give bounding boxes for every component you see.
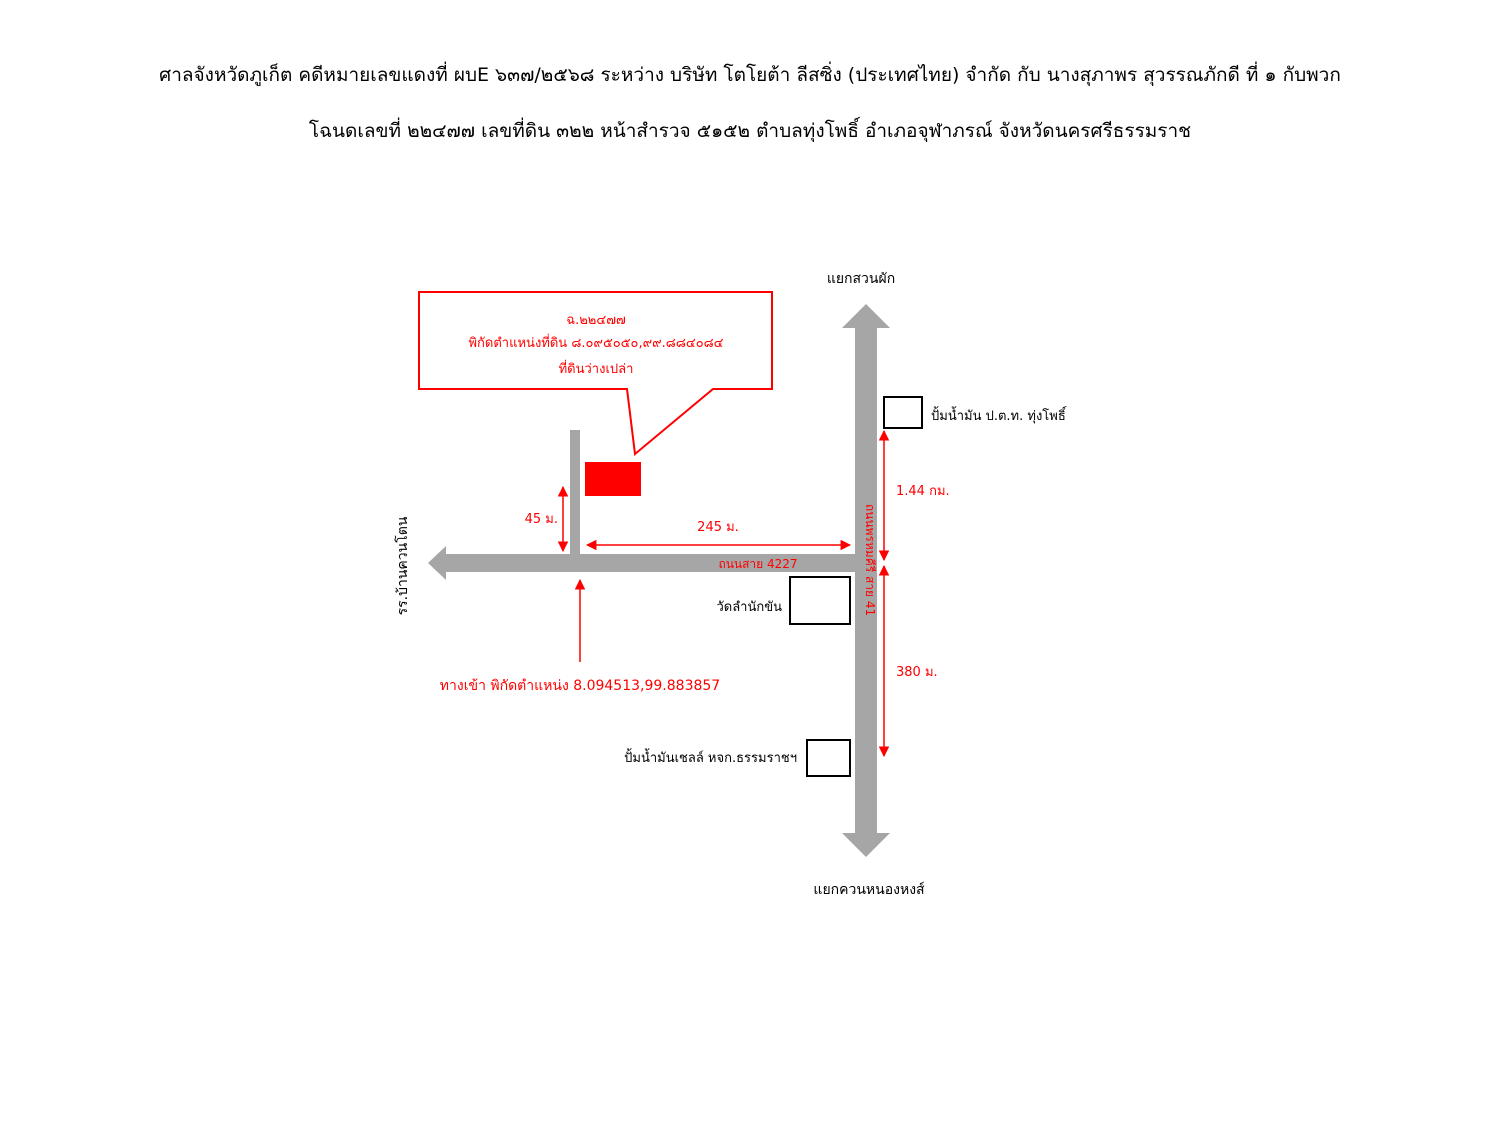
temple-label: วัดลำนักขัน [716, 600, 782, 615]
callout-box [418, 291, 773, 456]
main-road-vertical [842, 304, 890, 857]
main-road-name: ถนนพรหมคีรี สาย 41 [863, 504, 877, 616]
gas-station-ptt-box [883, 396, 923, 429]
distance-label-shell: 380 ม. [896, 665, 938, 680]
land-parcel-marker [585, 462, 641, 496]
gas-station-ptt-label: ปั้มน้ำมัน ป.ต.ท. ทุ่งโพธิ์ [931, 406, 1068, 424]
temple-box [789, 576, 851, 625]
access-lane [570, 430, 580, 554]
callout-deed-number: ฉ.๒๒๔๗๗ [566, 313, 626, 328]
entrance-coordinates-label: ทางเข้า พิกัดตำแหน่ง 8.094513,99.883857 [440, 678, 720, 694]
distance-label-ptt: 1.44 กม. [896, 484, 950, 499]
gas-station-shell-box [806, 739, 851, 777]
header-subtitle: โฉนดเลขที่ ๒๒๔๗๗ เลขที่ดิน ๓๒๒ หน้าสำรวจ… [308, 120, 1192, 142]
distance-label-245m: 245 ม. [697, 520, 739, 535]
callout-coordinates: พิกัดตำแหน่งที่ดิน ๘.๐๙๕๐๕๐,๙๙.๘๘๔๐๘๔ [468, 334, 723, 351]
distance-label-45m: 45 ม. [525, 512, 558, 527]
side-road-name: ถนนสาย 4227 [718, 557, 797, 571]
north-destination-label: แยกสวนผัก [827, 271, 895, 287]
gas-station-shell-label: ปั้มน้ำมันเชลล์ หจก.ธรรมราชฯ [624, 748, 797, 766]
west-destination-label: รร.บ้านควนโตน [394, 516, 411, 615]
side-road-horizontal [428, 546, 855, 580]
south-destination-label: แยกควนหนองหงส์ [813, 881, 925, 898]
callout-land-status: ที่ดินว่างเปล่า [559, 360, 634, 377]
header-title: ศาลจังหวัดภูเก็ต คดีหมายเลขแดงที่ ผบE ๖๓… [159, 64, 1341, 86]
